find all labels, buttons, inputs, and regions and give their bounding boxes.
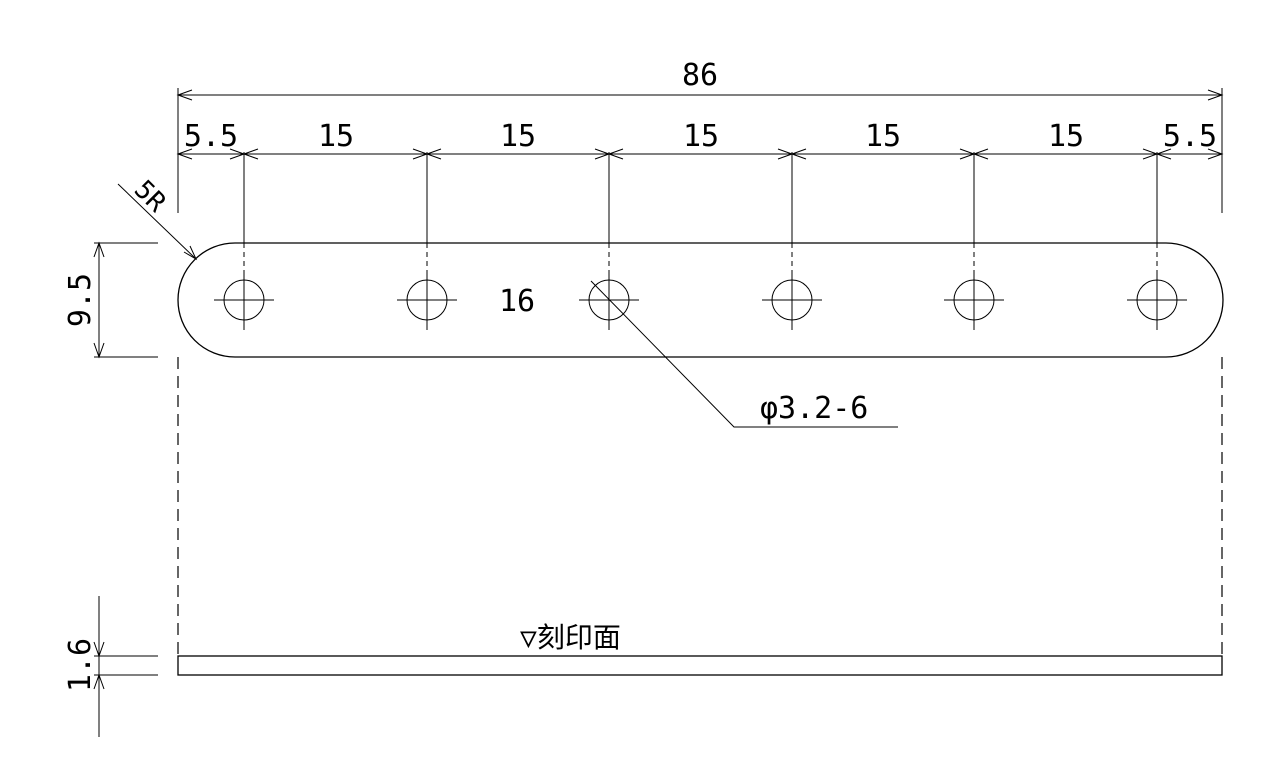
plate-side-view	[177, 655, 1223, 676]
hole-pitch-dimension-line	[176, 148, 1224, 160]
overall-length-label: 86	[682, 58, 718, 93]
holes	[214, 270, 1187, 330]
end-offset-left-label: 5.5	[184, 119, 238, 154]
pitch-label-3: 15	[683, 119, 719, 154]
hole-6	[1127, 270, 1187, 330]
pitch-label-1: 15	[318, 119, 354, 154]
hole-4	[762, 270, 822, 330]
middle-label: 16	[499, 284, 535, 319]
pitch-label-2: 15	[500, 119, 536, 154]
hole-2	[397, 270, 457, 330]
pitch-label-5: 15	[1048, 119, 1084, 154]
end-offset-right-label: 5.5	[1163, 119, 1217, 154]
plate-width-dimension	[93, 241, 158, 359]
hole-1	[214, 270, 274, 330]
hole-callout-label: φ3.2-6	[760, 391, 868, 426]
hole-extension-lines	[243, 152, 1158, 270]
engraving-surface-note: ▽刻印面	[520, 621, 621, 654]
thickness-dimension	[93, 596, 158, 737]
hole-callout-leader	[590, 280, 898, 428]
radius-label: 5R	[128, 175, 172, 219]
pitch-label-4: 15	[865, 119, 901, 154]
plate-width-label: 9.5	[63, 273, 98, 327]
thickness-label: 1.6	[63, 638, 98, 692]
plate-outline	[177, 242, 1224, 358]
hole-5	[944, 270, 1004, 330]
overall-length-dimension	[176, 89, 1224, 101]
radius-leader	[117, 183, 197, 260]
